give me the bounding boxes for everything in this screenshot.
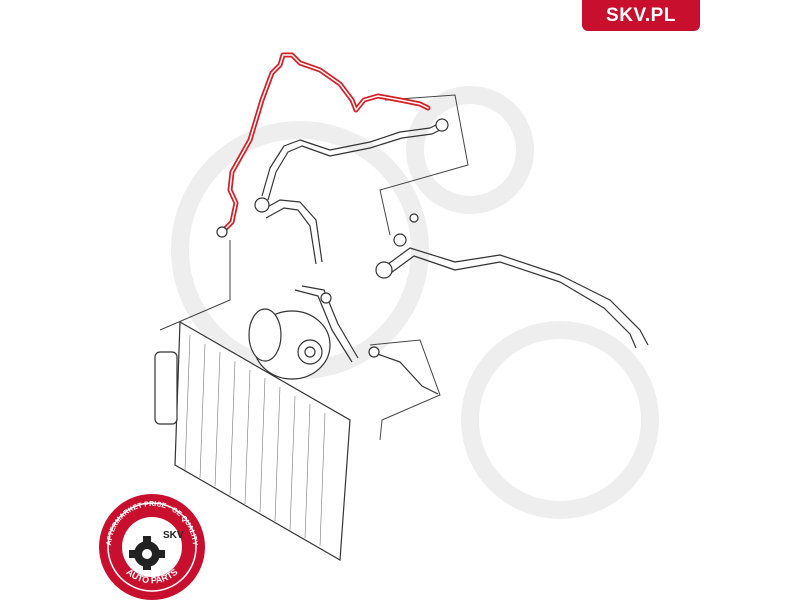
condenser (154, 320, 351, 561)
ac-lines (261, 121, 649, 395)
gear-icon (129, 536, 165, 570)
skv-auto-parts-seal: AFTERMARKET PRICE · OE QUALITY AUTO PART… (99, 494, 205, 600)
brand-badge: SKV.PL (582, 0, 700, 31)
seal-center-text: SKV (163, 530, 184, 541)
compressor (248, 308, 331, 380)
brand-label: SKV.PL (606, 4, 676, 26)
highlighted-hose (219, 52, 431, 235)
callout-panels (159, 94, 469, 441)
fittings (216, 118, 449, 358)
